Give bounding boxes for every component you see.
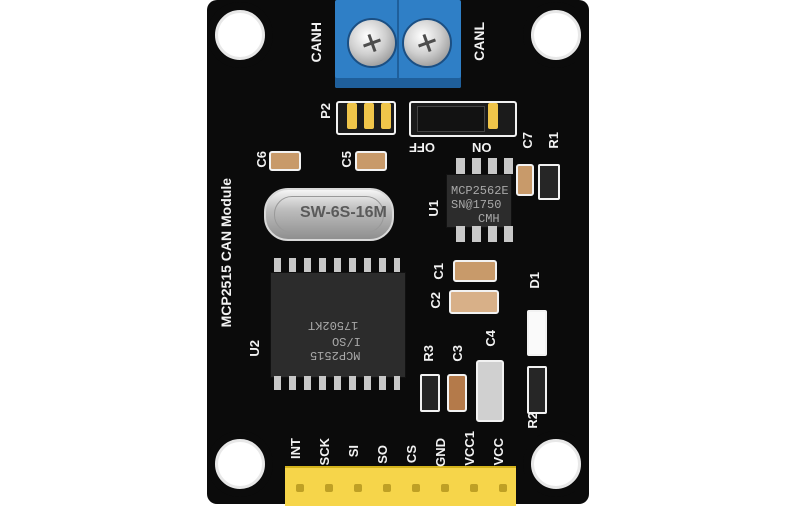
jumper-pin bbox=[381, 103, 391, 129]
crystal-oscillator: SW-6S-16M bbox=[264, 188, 394, 241]
u2-line1: 17502KT bbox=[308, 318, 359, 332]
pin-header bbox=[285, 466, 516, 506]
screw-right-icon bbox=[402, 18, 452, 68]
capacitor-c5 bbox=[355, 151, 387, 171]
header-pin bbox=[354, 484, 362, 492]
label-r1: R1 bbox=[546, 132, 561, 149]
diode-d1 bbox=[527, 310, 547, 356]
u2-line2: I/SO bbox=[332, 334, 361, 348]
label-canl: CANL bbox=[471, 22, 487, 61]
mounting-hole-top-right bbox=[523, 2, 589, 68]
resistor-r1 bbox=[538, 164, 560, 200]
screw-left-icon bbox=[347, 18, 397, 68]
chip-lead bbox=[504, 158, 513, 174]
pin-label-int: INT bbox=[288, 438, 303, 459]
jumper-pin bbox=[488, 103, 498, 129]
resistor-r3 bbox=[420, 374, 440, 412]
label-off: OFF bbox=[409, 140, 435, 155]
chip-lead bbox=[472, 158, 481, 174]
pin-label-vcc: VCC bbox=[491, 438, 506, 466]
jumper-pin bbox=[347, 103, 357, 129]
label-on: ON bbox=[472, 140, 492, 155]
pin-label-vcc1: VCC1 bbox=[462, 431, 477, 466]
header-pin bbox=[296, 484, 304, 492]
jumper-pin bbox=[364, 103, 374, 129]
label-canh: CANH bbox=[308, 22, 324, 63]
label-c6: C6 bbox=[254, 151, 269, 168]
pin-label-cs: CS bbox=[404, 445, 419, 464]
capacitor-c3 bbox=[447, 374, 467, 412]
chip-lead bbox=[488, 158, 497, 174]
label-u1: U1 bbox=[426, 200, 441, 217]
chip-lead bbox=[488, 226, 497, 242]
crystal-text: SW-6S-16M bbox=[300, 204, 387, 221]
header-pin bbox=[412, 484, 420, 492]
pin-label-si: SI bbox=[346, 445, 361, 458]
terminal-divider bbox=[397, 0, 399, 88]
u1-line2: SN@1750 bbox=[451, 198, 502, 212]
capacitor-c2 bbox=[449, 290, 499, 314]
label-d1: D1 bbox=[527, 272, 542, 289]
header-pin bbox=[470, 484, 478, 492]
label-r2: R2 bbox=[525, 412, 540, 429]
capacitor-c4 bbox=[476, 360, 504, 422]
chip-lead bbox=[504, 226, 513, 242]
chip-u2-leads-top bbox=[274, 258, 400, 272]
chip-u1 bbox=[446, 174, 512, 228]
capacitor-c6 bbox=[269, 151, 301, 171]
chip-lead bbox=[456, 158, 465, 174]
label-r3: R3 bbox=[421, 345, 436, 362]
resistor-r2 bbox=[527, 366, 547, 414]
u2-line3: MCP2515 bbox=[310, 348, 361, 362]
label-c2: C2 bbox=[428, 292, 443, 309]
chip-u2-leads-bottom bbox=[274, 376, 400, 390]
label-c7: C7 bbox=[520, 132, 535, 149]
pin-label-gnd: GND bbox=[433, 438, 448, 467]
mounting-hole-bottom-left bbox=[207, 431, 273, 497]
label-p2: P2 bbox=[318, 103, 333, 119]
jumper-cap bbox=[417, 106, 485, 132]
label-u2: U2 bbox=[247, 340, 262, 357]
u1-line3: CMH bbox=[478, 212, 500, 226]
chip-lead bbox=[472, 226, 481, 242]
capacitor-c7 bbox=[516, 164, 534, 196]
header-pin bbox=[441, 484, 449, 492]
pin-label-so: SO bbox=[375, 445, 390, 464]
mounting-hole-top-left bbox=[207, 2, 273, 68]
u1-line1: MCP2562E bbox=[451, 184, 509, 198]
header-pin bbox=[325, 484, 333, 492]
label-c5: C5 bbox=[339, 151, 354, 168]
chip-lead bbox=[456, 226, 465, 242]
label-c1: C1 bbox=[431, 263, 446, 280]
label-c3: C3 bbox=[450, 345, 465, 362]
board-title: MCP2515 CAN Module bbox=[218, 178, 234, 328]
label-c4: C4 bbox=[483, 330, 498, 347]
mounting-hole-bottom-right bbox=[523, 431, 589, 497]
pin-label-sck: SCK bbox=[317, 438, 332, 466]
header-pin bbox=[499, 484, 507, 492]
header-pin bbox=[383, 484, 391, 492]
capacitor-c1 bbox=[453, 260, 497, 282]
